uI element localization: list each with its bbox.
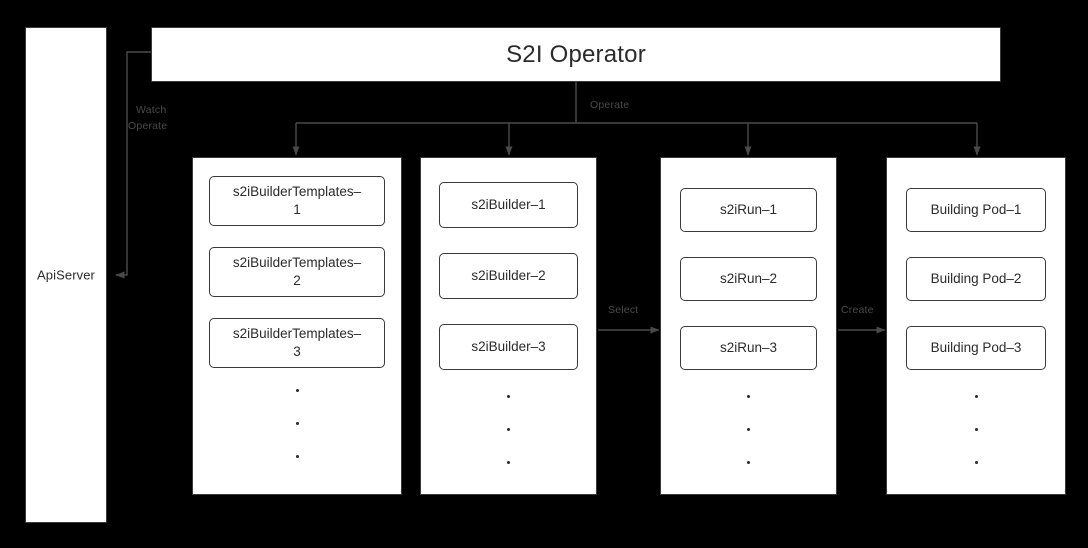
column-s2ibuildertemplates[interactable]: s2iBuilderTemplates–1 s2iBuilderTemplate… [192, 157, 402, 495]
list-item[interactable]: Building Pod–3 [906, 326, 1046, 370]
list-item[interactable]: Building Pod–1 [906, 188, 1046, 232]
dot-icon [507, 461, 510, 464]
ellipsis-dots [747, 395, 750, 494]
dot-icon [974, 428, 978, 431]
dot-icon [507, 395, 510, 398]
apiserver-label: ApiServer [37, 267, 95, 283]
edge-operate-fanout [292, 82, 981, 156]
edge-label-select: Select [608, 304, 639, 316]
list-item[interactable]: s2iBuilder–1 [439, 182, 578, 228]
dot-icon [747, 395, 750, 398]
list-item[interactable]: s2iBuilder–3 [439, 324, 578, 370]
list-item[interactable]: s2iBuilder–2 [439, 253, 578, 299]
column-s2iruns[interactable]: s2iRun–1 s2iRun–2 s2iRun–3 [660, 157, 837, 495]
dot-icon [295, 422, 299, 425]
dot-icon [747, 461, 750, 464]
list-item[interactable]: s2iRun–1 [680, 188, 817, 232]
list-item[interactable]: s2iBuilderTemplates–1 [209, 176, 385, 226]
ellipsis-dots [507, 395, 510, 494]
dot-icon [974, 461, 978, 464]
s2i-operator-box[interactable]: S2I Operator [151, 27, 1001, 82]
dot-icon [295, 389, 299, 392]
list-item[interactable]: s2iBuilderTemplates–2 [209, 247, 385, 297]
column-building-pods[interactable]: Building Pod–1 Building Pod–2 Building P… [886, 157, 1066, 495]
dot-icon [747, 428, 750, 431]
edge-label-operate-left: Operate [128, 120, 168, 132]
apiserver-box[interactable]: ApiServer [25, 27, 107, 523]
list-item[interactable]: Building Pod–2 [906, 257, 1046, 301]
ellipsis-dots [974, 395, 978, 494]
edge-label-operate-top: Operate [590, 99, 630, 111]
dot-icon [295, 455, 299, 458]
edge-watch-operate [115, 51, 151, 279]
list-item[interactable]: s2iBuilderTemplates–3 [209, 318, 385, 368]
dot-icon [974, 395, 978, 398]
edge-label-create: Create [841, 304, 874, 316]
list-item[interactable]: s2iRun–3 [680, 326, 817, 370]
edge-label-watch: Watch [136, 104, 167, 116]
dot-icon [507, 428, 510, 431]
ellipsis-dots [295, 389, 299, 488]
list-item[interactable]: s2iRun–2 [680, 257, 817, 301]
column-s2ibuilders[interactable]: s2iBuilder–1 s2iBuilder–2 s2iBuilder–3 [420, 157, 597, 495]
page-title: S2I Operator [506, 40, 646, 68]
